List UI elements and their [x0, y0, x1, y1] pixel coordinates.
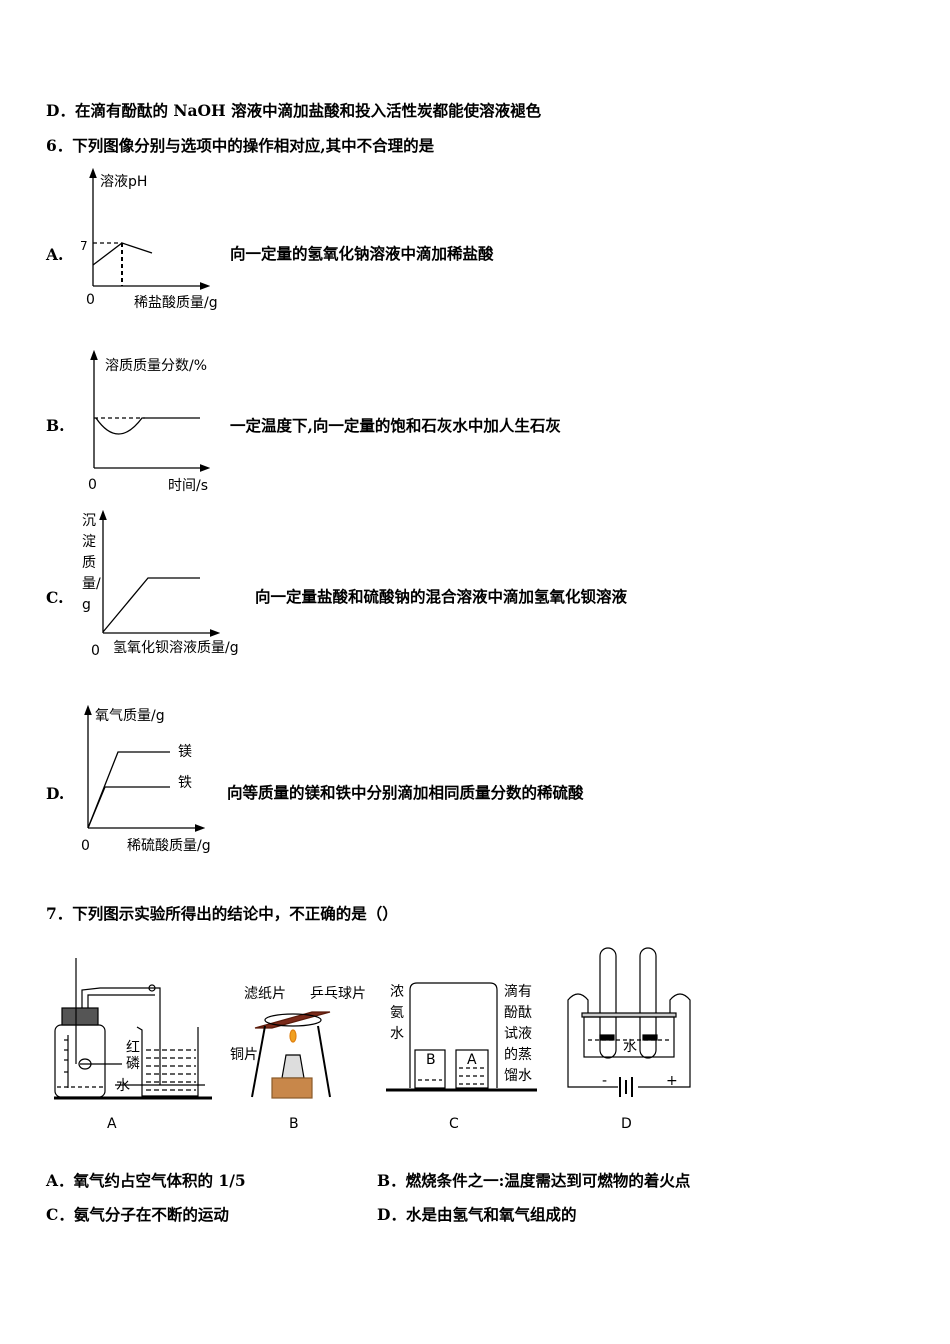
option-c-text: 向一定量盐酸和硫酸钠的混合溶液中滴加氢氧化钡溶液	[255, 587, 628, 606]
answer-option-a: A．氧气约占空气体积的 1/5	[46, 1171, 246, 1190]
figure-d-positive-pole: +	[666, 1073, 678, 1089]
graph-b	[90, 349, 211, 472]
question-7-stem: 7．下列图示实验所得出的结论中，不正确的是（）	[46, 904, 398, 923]
graph-a-xlabel: 稀盐酸质量/g	[134, 295, 218, 311]
graph-a-curve	[92, 242, 153, 266]
option-d-text: 向等质量的镁和铁中分别滴加相同质量分数的稀硫酸	[227, 783, 584, 802]
graph-d-xlabel: 稀硫酸质量/g	[127, 838, 211, 854]
graph-b-origin: 0	[88, 477, 97, 493]
figure-c-caption: C	[449, 1116, 459, 1132]
graph-b-ylabel: 溶质质量分数/%	[105, 358, 208, 374]
option-b-letter: B.	[46, 416, 65, 435]
graph-d-series-fe: 铁	[178, 775, 192, 791]
graph-a-origin: 0	[86, 292, 95, 308]
figure-d-caption: D	[621, 1116, 632, 1132]
figure-a-caption: A	[107, 1116, 117, 1132]
graph-c-ylabel: 沉淀质量/g	[82, 513, 101, 613]
figure-a-apparatus	[54, 958, 212, 1100]
figure-d-label-water: 水	[623, 1039, 637, 1055]
option-d-letter: D.	[46, 784, 65, 803]
figure-a-label-water: 水	[116, 1078, 130, 1094]
figure-c-label-phenolphthalein: 滴有酚酞试液的蒸馏水	[504, 984, 532, 1084]
figure-b-apparatus	[251, 1011, 331, 1099]
answer-option-c: C．氨气分子在不断的运动	[46, 1205, 229, 1224]
previous-option-d: D．在滴有酚酞的 NaOH 溶液中滴加盐酸和投入活性炭都能使溶液褪色	[46, 101, 542, 120]
graph-d-ylabel: 氧气质量/g	[95, 708, 165, 724]
figure-c-beaker-a: A	[467, 1052, 477, 1068]
graph-c-origin: 0	[91, 643, 100, 659]
graph-d	[84, 704, 206, 832]
graph-b-curve	[95, 417, 200, 435]
figure-b-caption: B	[289, 1116, 299, 1132]
graph-c-curve	[102, 577, 200, 633]
graph-b-xlabel: 时间/s	[168, 478, 209, 494]
graph-c	[99, 509, 221, 637]
graph-c-xlabel: 氢氧化钡溶液质量/g	[113, 640, 239, 656]
graph-a-tick-7: 7	[80, 239, 88, 253]
figure-d-apparatus	[567, 947, 691, 1097]
figure-c-apparatus	[386, 982, 537, 1092]
option-c-letter: C.	[46, 588, 64, 607]
option-a-text: 向一定量的氢氧化钠溶液中滴加稀盐酸	[230, 244, 494, 263]
graph-d-fe-line	[87, 786, 170, 829]
figure-c-label-ammonia: 浓氨水	[390, 984, 404, 1042]
graph-a-ylabel: 溶液pH	[100, 174, 148, 190]
figure-a-label-phosphorus: 红磷	[126, 1040, 140, 1072]
answer-option-b: B．燃烧条件之一:温度需达到可燃物的着火点	[377, 1171, 691, 1190]
graph-d-origin: 0	[81, 838, 90, 854]
option-a-letter: A.	[46, 245, 64, 264]
figure-b-label-pingpong: 乒乓球片	[310, 986, 366, 1002]
graph-d-series-mg: 镁	[178, 744, 192, 760]
question-6-stem: 6．下列图像分别与选项中的操作相对应,其中不合理的是	[46, 136, 435, 155]
figure-b-label-copper: 铜片	[230, 1047, 258, 1063]
figure-d-negative-pole: -	[602, 1073, 608, 1089]
graph-a	[89, 167, 211, 290]
figure-c-beaker-b: B	[426, 1052, 436, 1068]
answer-option-d: D．水是由氢气和氧气组成的	[377, 1205, 577, 1224]
figure-b-label-filter-paper: 滤纸片	[244, 986, 286, 1002]
option-b-text: 一定温度下,向一定量的饱和石灰水中加人生石灰	[230, 416, 561, 435]
